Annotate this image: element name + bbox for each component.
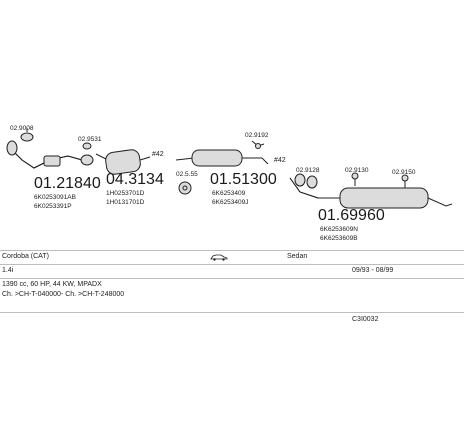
part-code: 6K6253409J <box>212 199 249 206</box>
part-number: 04.3134 <box>106 171 164 188</box>
part-code: 1H0131701D <box>106 199 145 206</box>
accessory-label: 02.9150 <box>392 169 416 176</box>
gasket-icon <box>20 128 34 142</box>
exhaust-system-diagram: 01.21840 6K0253091AB 6K0253391P 04.3134 … <box>6 125 453 242</box>
body-type: Sedan <box>287 253 308 260</box>
clamp-icon <box>80 142 94 166</box>
rear-hanger-icons <box>351 172 409 188</box>
accessory-label: 02.9192 <box>245 132 269 139</box>
part-number: 01.51300 <box>210 171 277 188</box>
front-pipe-part[interactable] <box>6 140 83 169</box>
rear-silencer-part[interactable] <box>289 177 453 209</box>
accessory-label: 02.5.55 <box>176 171 198 178</box>
bracket-icon <box>251 140 265 149</box>
part-code: 6K6253609N <box>320 226 358 233</box>
accessory-label: 02.9531 <box>78 136 102 143</box>
catalytic-converter-part[interactable] <box>95 149 151 176</box>
connector-label: #42 <box>152 151 164 158</box>
reference-code: C3I0032 <box>352 316 379 323</box>
part-number: 01.21840 <box>34 175 101 192</box>
accessory-label: 02.9128 <box>296 167 320 174</box>
model-name: Cordoba (CAT) <box>2 253 49 260</box>
part-number: 01.69960 <box>318 207 385 224</box>
middle-silencer-part[interactable] <box>175 149 269 167</box>
part-code: 6K0253091AB <box>34 194 76 201</box>
engine: 1.4i <box>2 267 14 274</box>
part-code: 6K0253391P <box>34 203 72 210</box>
connector-label: #42 <box>274 157 286 164</box>
part-code: 6K6253609B <box>320 235 358 242</box>
chassis-range: Ch. >CH-T-040000- Ch. >CH-T-248000 <box>2 291 125 298</box>
car-icon <box>210 253 228 263</box>
vehicle-info-table: Cordoba (CAT) Sedan 1.4i 09/93 - 08/99 1… <box>0 250 464 330</box>
part-code: 6K6253409 <box>212 190 246 197</box>
accessory-label: 02.9130 <box>345 167 369 174</box>
production-years: 09/93 - 08/99 <box>352 267 394 274</box>
accessory-label: 02.9008 <box>10 125 34 132</box>
rubber-mount-icon <box>178 181 192 195</box>
part-code: 1H0253701D <box>106 190 145 197</box>
rear-clamp-icon <box>294 173 318 189</box>
engine-specs: 1390 cc, 60 HP, 44 KW, MPADX <box>2 281 102 288</box>
